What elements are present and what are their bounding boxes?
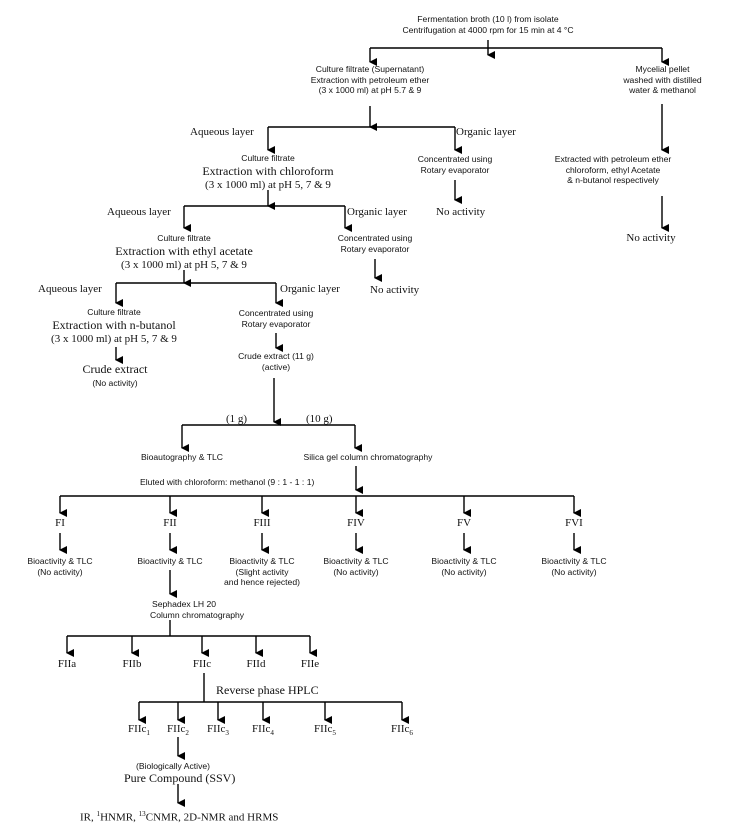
aqueous-layer-1: Aqueous layer xyxy=(190,126,254,138)
spectroscopy-node: IR, 1HNMR, 13CNMR, 2D-NMR and HRMS xyxy=(80,810,279,824)
fraction-FVI: FVI xyxy=(565,517,583,529)
hplc-node: Reverse phase HPLC xyxy=(216,683,319,697)
fraction-FI: FI xyxy=(55,517,65,529)
result-FV: Bioactivity & TLC (No activity) xyxy=(431,556,497,577)
split-1g: (1 g) xyxy=(226,413,248,425)
crude-extract-active: Crude extract (11 g) (active) xyxy=(238,351,314,372)
subfraction-FIId: FIId xyxy=(246,658,266,670)
hplc-fraction-2: FIIc2 xyxy=(167,723,189,738)
no-activity-1: No activity xyxy=(436,206,486,218)
hplc-fraction-3: FIIc3 xyxy=(207,723,229,738)
aqueous-layer-3: Aqueous layer xyxy=(38,283,102,295)
mycelial-node: Mycelial pellet washed with distilled wa… xyxy=(623,64,702,96)
crude-noactivity: (No activity) xyxy=(92,378,138,388)
fraction-FIV: FIV xyxy=(347,517,365,529)
pure-compound-node: Pure Compound (SSV) xyxy=(124,771,236,785)
bioautography-node: Bioautography & TLC xyxy=(140,452,223,462)
supernatant-node: Culture filtrate (Supernatant) Extractio… xyxy=(310,64,430,96)
subfraction-FIIb: FIIb xyxy=(122,658,142,670)
eluted-node: Eluted with chloroform: methanol (9 : 1 … xyxy=(140,477,315,487)
result-FIII: Bioactivity & TLC (Slight activity and h… xyxy=(224,556,300,588)
subfraction-FIIa: FIIa xyxy=(57,658,77,670)
hplc-fraction-1: FIIc1 xyxy=(128,723,150,738)
broth-node: Fermentation broth (10 l) from isolate C… xyxy=(402,14,574,35)
silica-node: Silica gel column chromatography xyxy=(303,452,433,462)
ethyl-acetate-node: Culture filtrate Extraction with ethyl a… xyxy=(115,233,253,271)
mycelial-result: No activity xyxy=(626,232,676,244)
hplc-fraction-4: FIIc4 xyxy=(252,723,274,738)
aqueous-layer-2: Aqueous layer xyxy=(107,206,171,218)
result-FII: Bioactivity & TLC xyxy=(137,556,203,566)
butanol-node: Culture filtrate Extraction with n-butan… xyxy=(51,307,177,345)
organic-layer-3: Organic layer xyxy=(280,283,340,295)
hplc-fraction-5: FIIc5 xyxy=(314,723,336,738)
concentrate-node-3: Concentrated using Rotary evaporator xyxy=(238,308,314,329)
subfraction-FIIe: FIIe xyxy=(300,658,320,670)
organic-layer-2: Organic layer xyxy=(347,206,407,218)
result-FIV: Bioactivity & TLC (No activity) xyxy=(323,556,389,577)
fraction-FII: FII xyxy=(163,517,177,529)
result-FVI: Bioactivity & TLC (No activity) xyxy=(541,556,607,577)
organic-layer-1: Organic layer xyxy=(456,126,516,138)
subfraction-FIIc: FIIc xyxy=(192,658,212,670)
concentrate-node-2: Concentrated using Rotary evaporator xyxy=(337,233,413,254)
bio-active-label: (Biologically Active) xyxy=(136,761,211,771)
sephadex-node: Sephadex LH 20 Column chromatography xyxy=(150,599,245,620)
concentrate-node-1: Concentrated using Rotary evaporator xyxy=(417,154,493,175)
result-FI: Bioactivity & TLC (No activity) xyxy=(27,556,93,577)
mycelial-extract-node: Extracted with petroleum ether chlorofor… xyxy=(554,154,672,186)
crude-extract-inactive: Crude extract xyxy=(82,362,148,376)
hplc-fraction-6: FIIc6 xyxy=(391,723,413,738)
split-10g: (10 g) xyxy=(306,413,333,425)
fraction-FV: FV xyxy=(456,517,472,529)
no-activity-2: No activity xyxy=(370,284,420,296)
fraction-FIII: FIII xyxy=(253,517,271,529)
chloroform-node: Culture filtrate Extraction with chlorof… xyxy=(202,153,334,191)
